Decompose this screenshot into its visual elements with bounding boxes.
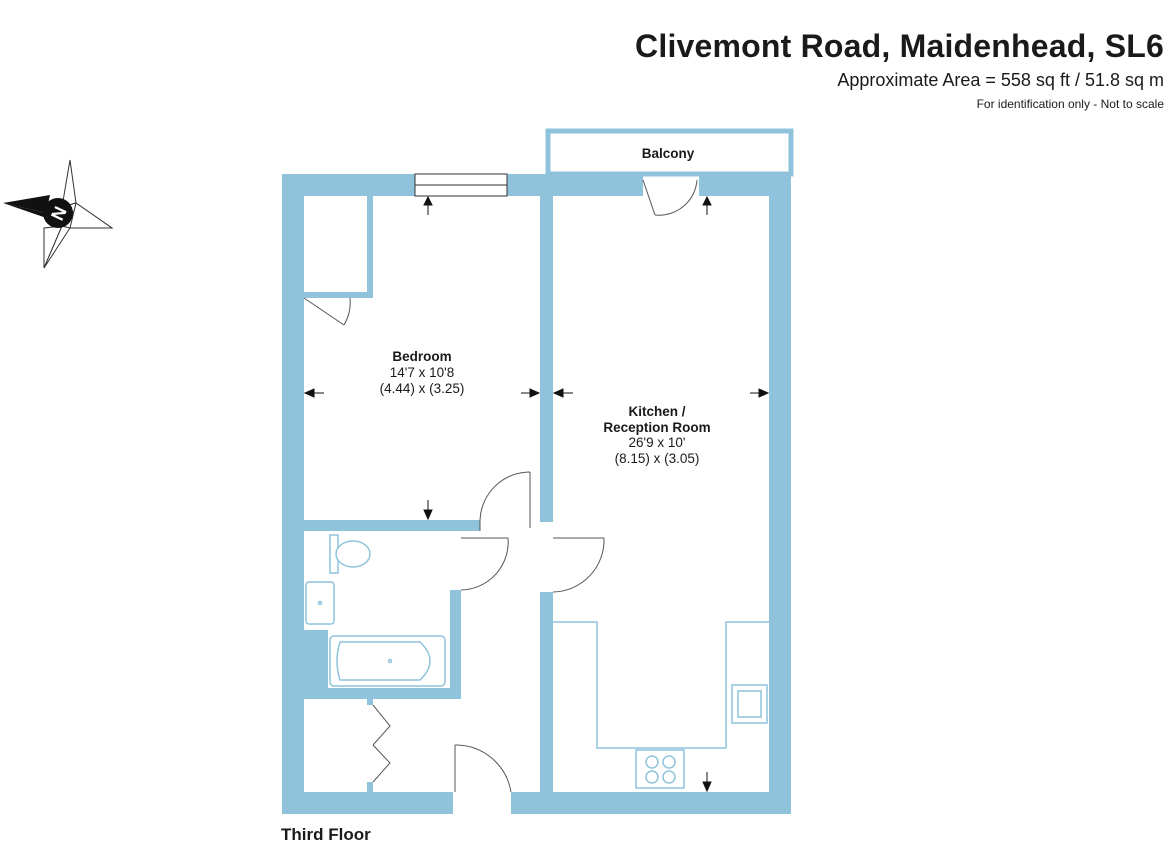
measurement-arrows bbox=[303, 195, 770, 793]
wall-top-right bbox=[699, 174, 791, 196]
balcony-label: Balcony bbox=[642, 146, 695, 161]
wall-bottom-right bbox=[511, 792, 791, 814]
floor-label: Third Floor bbox=[281, 825, 371, 844]
wall-left bbox=[282, 174, 304, 814]
partition-bathroom-bottom bbox=[304, 688, 461, 699]
kitchen-fixtures bbox=[553, 621, 769, 789]
wall-top-mid bbox=[507, 174, 643, 196]
property-title: Clivemont Road, Maidenhead, SL6 bbox=[635, 28, 1164, 64]
wall-right bbox=[769, 174, 791, 814]
bathroom-boxing bbox=[304, 630, 328, 688]
kitchen-name-line1: Kitchen / bbox=[628, 404, 685, 419]
bedroom-name: Bedroom bbox=[392, 349, 451, 364]
partition-bathroom-right bbox=[450, 590, 461, 698]
balcony: Balcony bbox=[545, 128, 794, 177]
partition-centre-upper bbox=[540, 196, 553, 522]
kitchen-metric: (8.15) x (3.05) bbox=[615, 451, 700, 466]
kitchen-label: Kitchen / Reception Room 26'9 x 10' (8.1… bbox=[603, 404, 710, 466]
bedroom-window bbox=[414, 173, 508, 197]
partition-bedroom-bottom bbox=[304, 520, 480, 531]
door-swings bbox=[303, 179, 698, 793]
bathroom-fixtures bbox=[305, 534, 446, 687]
partition-centre-lower bbox=[540, 592, 553, 792]
compass-rose-icon: N bbox=[3, 159, 114, 269]
disclaimer-note: For identification only - Not to scale bbox=[976, 97, 1164, 111]
bedroom-metric: (4.44) x (3.25) bbox=[380, 381, 465, 396]
toilet-icon bbox=[335, 540, 371, 568]
hob-icon bbox=[635, 749, 685, 789]
wardrobe-wall bbox=[367, 196, 373, 298]
wall-top-left bbox=[282, 174, 415, 196]
kitchen-name-line2: Reception Room bbox=[603, 420, 710, 435]
bedroom-label: Bedroom 14'7 x 10'8 (4.44) x (3.25) bbox=[380, 349, 465, 396]
kitchen-imperial: 26'9 x 10' bbox=[629, 435, 686, 450]
bedroom-imperial: 14'7 x 10'8 bbox=[390, 365, 454, 380]
wall-bottom-left bbox=[282, 792, 453, 814]
wardrobe-bottom bbox=[304, 292, 373, 298]
approximate-area: Approximate Area = 558 sq ft / 51.8 sq m bbox=[837, 70, 1164, 90]
walls bbox=[282, 174, 791, 814]
